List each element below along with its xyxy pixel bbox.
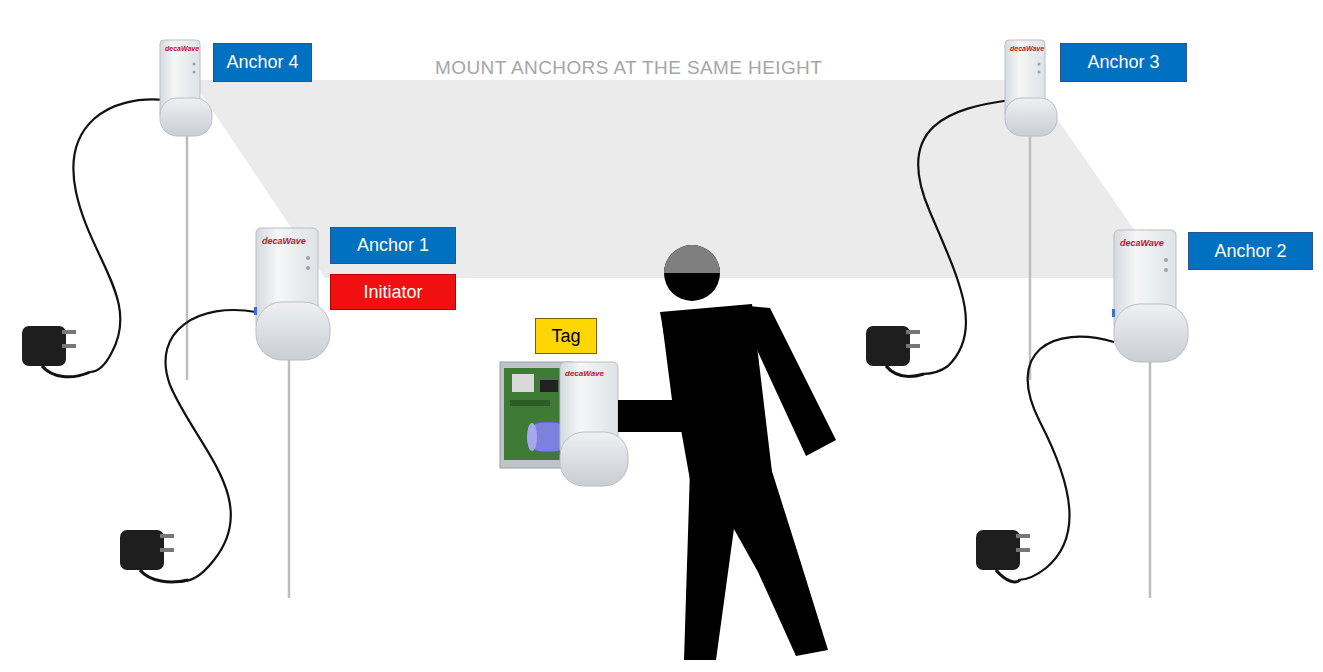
power-plugs: [22, 326, 1030, 582]
brand-logo: decaWave: [1010, 45, 1044, 52]
plane-note: MOUNT ANCHORS AT THE SAME HEIGHT: [435, 57, 822, 79]
label-text: Anchor 1: [357, 235, 429, 256]
brand-logo: decaWave: [165, 45, 199, 52]
label-text: Initiator: [363, 282, 422, 303]
brand-logo: decaWave: [565, 369, 604, 378]
label-text: Anchor 3: [1087, 52, 1159, 73]
label-text: Anchor 4: [226, 52, 298, 73]
brand-logo: decaWave: [262, 236, 306, 246]
label-box: Anchor 4: [213, 43, 312, 82]
brand-logo: decaWave: [1120, 238, 1164, 248]
label-text: Tag: [551, 326, 580, 347]
power-cables: [73, 99, 1114, 582]
label-box: Tag: [535, 318, 597, 354]
label-box: Anchor 2: [1188, 232, 1313, 270]
status-leds: [193, 63, 1169, 273]
label-box: Anchor 1: [330, 227, 456, 264]
mounting-plane: [192, 80, 1168, 278]
mounting-poles: [187, 135, 1150, 598]
label-box: Initiator: [330, 274, 456, 310]
tag-device: [500, 362, 628, 486]
person-figure: [618, 245, 836, 660]
label-text: Anchor 2: [1214, 241, 1286, 262]
label-box: Anchor 3: [1060, 43, 1187, 82]
